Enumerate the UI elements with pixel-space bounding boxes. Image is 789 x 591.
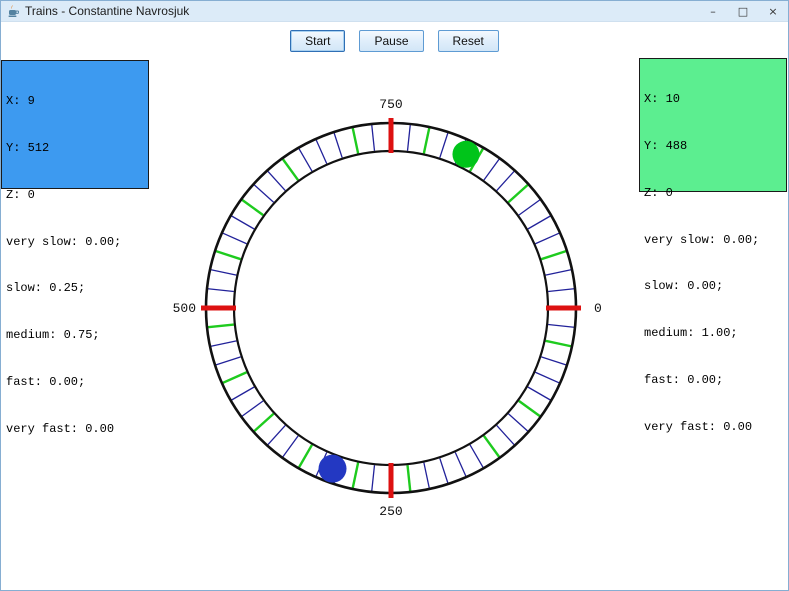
signal-tie: [208, 325, 234, 328]
track-tie: [440, 458, 448, 483]
track-tie: [242, 401, 263, 416]
track-tie: [535, 372, 559, 383]
track-tie: [334, 133, 342, 158]
track-tie: [519, 200, 540, 215]
blue-train[interactable]: [319, 455, 347, 483]
track-tie: [372, 465, 375, 491]
signal-tie: [353, 463, 358, 488]
signal-tie: [424, 128, 429, 153]
signal-tie: [541, 251, 566, 259]
track-tie: [268, 425, 285, 444]
track-tie: [440, 133, 448, 158]
outer-rail: [206, 123, 576, 493]
track-tie: [548, 325, 574, 328]
track-tie: [455, 452, 466, 476]
inner-rail: [234, 151, 548, 465]
track-tie: [508, 414, 527, 431]
signal-tie: [283, 159, 298, 180]
track-tie: [535, 233, 559, 244]
track-tie: [211, 270, 236, 275]
signal-tie: [408, 465, 411, 491]
track-tie: [484, 159, 499, 180]
signal-tie: [546, 341, 571, 346]
track-tie: [299, 149, 312, 172]
track-tie: [424, 463, 429, 488]
track-label-left: 500: [173, 301, 196, 316]
signal-tie: [484, 436, 499, 457]
track-tie: [232, 387, 255, 400]
signal-tie: [508, 185, 527, 202]
track-label-bottom: 250: [379, 504, 402, 519]
track-tie: [268, 171, 285, 190]
track-tie: [546, 270, 571, 275]
track-tie: [283, 436, 298, 457]
green-train[interactable]: [452, 141, 479, 168]
signal-tie: [519, 401, 540, 416]
track-tie: [372, 125, 375, 151]
track-label-right: 0: [594, 301, 602, 316]
signal-tie: [223, 372, 247, 383]
signal-tie: [216, 251, 241, 259]
track-tie: [254, 185, 273, 202]
track-tie: [232, 216, 255, 229]
track-tie: [528, 216, 551, 229]
signal-tie: [254, 414, 273, 431]
track-tie: [316, 140, 327, 164]
track-label-top: 750: [379, 97, 402, 112]
track-tie: [208, 289, 234, 292]
track-tie: [211, 341, 236, 346]
track-tie: [528, 387, 551, 400]
track-tie: [470, 445, 483, 468]
track-tie: [223, 233, 247, 244]
track-tie: [216, 357, 241, 365]
signal-tie: [353, 128, 358, 153]
track-tie: [408, 125, 411, 151]
track-tie: [548, 289, 574, 292]
track-tie: [541, 357, 566, 365]
signal-tie: [242, 200, 263, 215]
track-tie: [497, 171, 514, 190]
signal-tie: [299, 445, 312, 468]
track-tie: [497, 425, 514, 444]
